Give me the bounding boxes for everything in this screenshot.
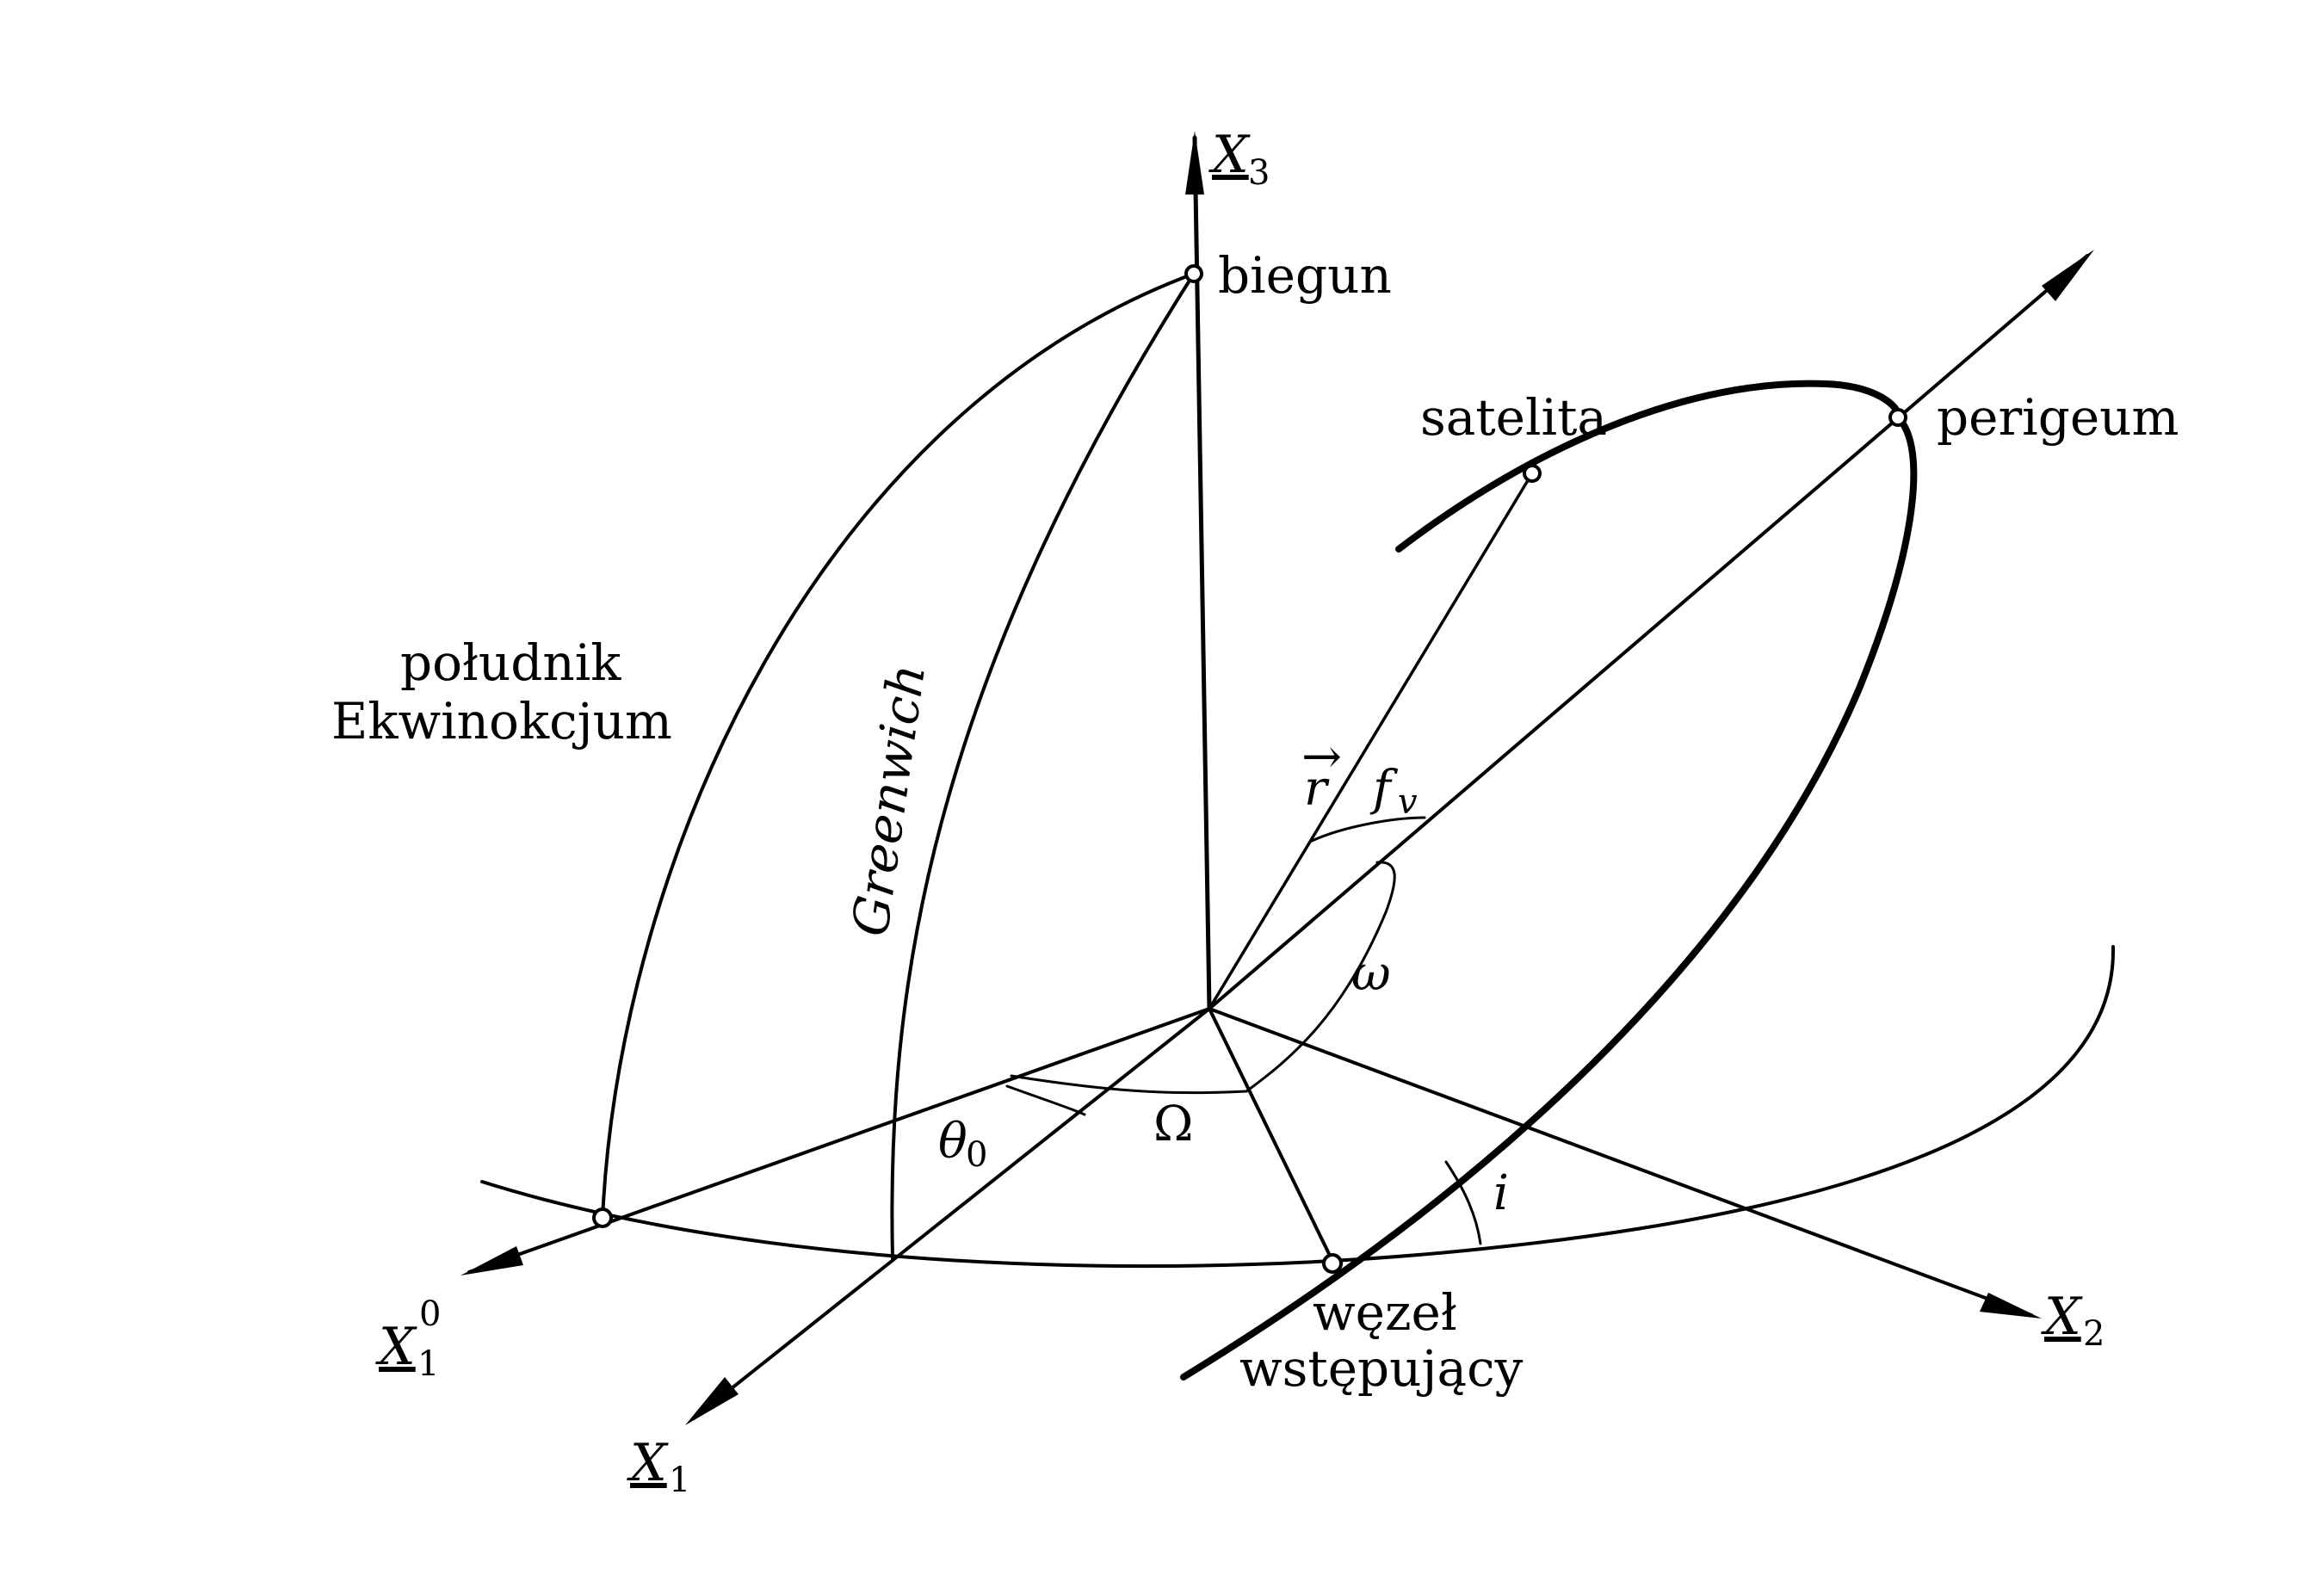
fv-sub: v	[1398, 782, 1418, 822]
omega-capital-label: Ω	[1153, 1096, 1193, 1152]
theta-sub: 0	[966, 1135, 987, 1175]
equator-arc	[480, 945, 2116, 1269]
node-line	[1208, 1007, 1334, 1263]
x1-label: X	[627, 1433, 669, 1493]
x10-label: X	[375, 1317, 417, 1377]
omega-small-label: ω	[1351, 946, 1391, 1002]
node-label-line1: węzeł	[1313, 1283, 1457, 1342]
inclination-label: i	[1493, 1165, 1509, 1221]
x3-label: X	[1208, 125, 1251, 185]
inclination-arc	[1444, 1160, 1482, 1245]
theta-arc-inner	[1010, 1074, 1248, 1095]
theta-label: θ	[938, 1114, 967, 1170]
satellite-orbit	[1180, 380, 1918, 1380]
x3-axis	[1192, 135, 1212, 1011]
fv-label: f	[1369, 761, 1399, 817]
x1-axis	[692, 1007, 1211, 1420]
x2-sub: 2	[2083, 1314, 2105, 1354]
x2-arrowhead	[1980, 1293, 2042, 1319]
fv-arc	[1308, 816, 1426, 843]
meridian-label-line1: południk	[400, 633, 621, 692]
x10-arrowhead	[460, 1246, 523, 1275]
perigee-point	[1888, 408, 1907, 427]
x2-axis	[1208, 1007, 2033, 1317]
apsides-line	[1208, 254, 2089, 1010]
x3-sub: 3	[1248, 153, 1270, 193]
x2-label: X	[2041, 1287, 2083, 1347]
radius-vector	[1208, 472, 1534, 1010]
x1-sub: 1	[669, 1461, 690, 1500]
x1-arrowhead	[685, 1377, 739, 1425]
x3-arrowhead	[1185, 131, 1204, 195]
satellite-label: satelita	[1420, 388, 1607, 447]
meridian-label-line2: Ekwinokcjum	[331, 692, 672, 750]
x10-axis	[467, 1007, 1211, 1274]
satellite-point	[1523, 464, 1542, 483]
equinox-point	[592, 1208, 613, 1228]
x10-sub: 1	[417, 1344, 439, 1384]
equinox-meridian	[601, 272, 1196, 1220]
x10-sup: 0	[419, 1294, 441, 1334]
pole-point	[1184, 264, 1203, 283]
r-vector-label: r	[1304, 761, 1330, 817]
theta-arc	[1005, 1084, 1086, 1116]
ascending-node-point	[1322, 1253, 1343, 1274]
r-vector-arrow: →	[1301, 729, 1342, 785]
apsides-arrowhead	[2042, 250, 2094, 301]
greenwich-meridian	[890, 272, 1196, 1260]
pole-label: biegun	[1218, 246, 1392, 305]
perigee-label: perigeum	[1937, 388, 2179, 447]
omega-capital-arc	[1245, 861, 1396, 1093]
node-label-line2: wstępujący	[1239, 1339, 1524, 1398]
